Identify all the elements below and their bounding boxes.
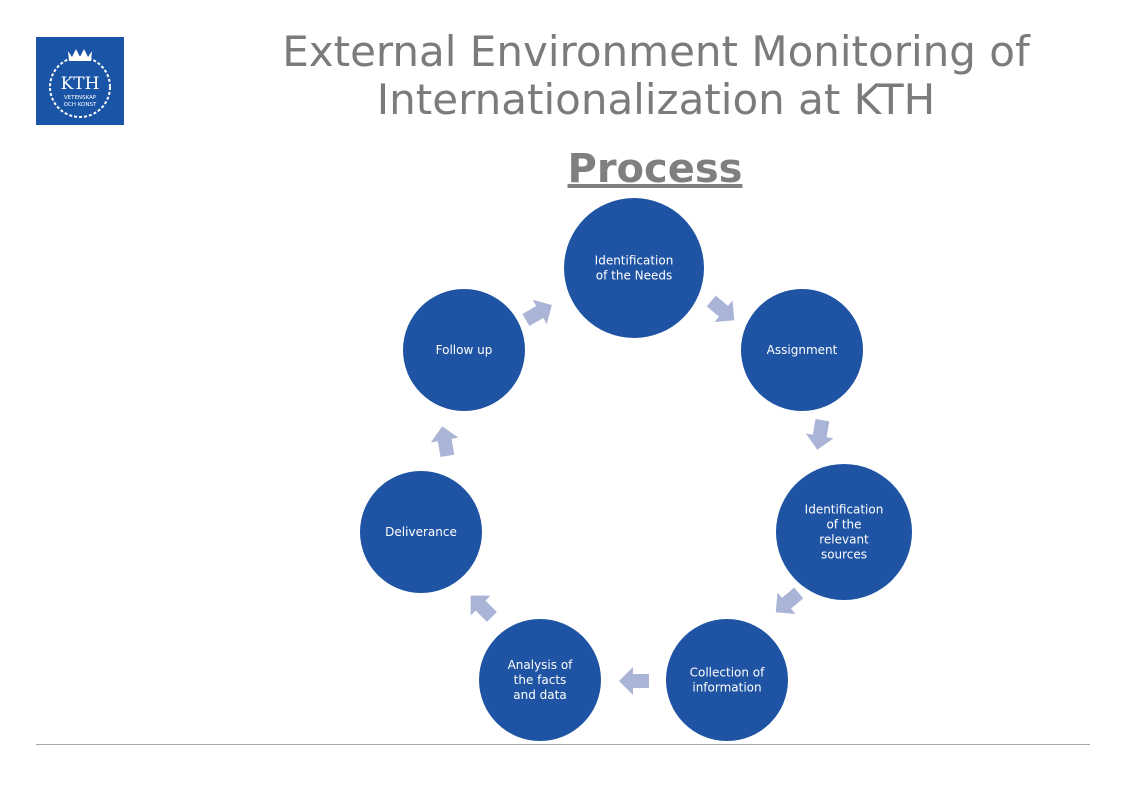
logo-text: KTH bbox=[61, 74, 100, 94]
process-node-label: the facts bbox=[514, 673, 567, 687]
process-node-label: of the Needs bbox=[596, 269, 673, 283]
process-node-label: Analysis of bbox=[508, 658, 574, 672]
process-node-label: Deliverance bbox=[385, 525, 457, 539]
process-node-deliverance: Deliverance bbox=[360, 471, 482, 593]
process-node-label: and data bbox=[513, 688, 566, 702]
title-line-2: Internationalization at KTH bbox=[376, 75, 936, 124]
process-node-circle bbox=[360, 471, 482, 593]
process-node-label: information bbox=[692, 681, 761, 695]
section-subtitle: Process bbox=[567, 146, 743, 192]
process-node-label: Collection of bbox=[690, 666, 766, 680]
process-node-label: relevant bbox=[819, 533, 869, 547]
logo-motto-2: OCH KONST bbox=[64, 102, 97, 108]
flow-arrow-icon bbox=[430, 426, 459, 458]
process-node-circle bbox=[666, 619, 788, 741]
process-node-circle bbox=[403, 289, 525, 411]
process-node-follow-up: Follow up bbox=[403, 289, 525, 411]
flow-arrow-icon bbox=[706, 295, 735, 323]
process-node-label: Assignment bbox=[767, 343, 838, 357]
process-node-assignment: Assignment bbox=[741, 289, 863, 411]
kth-logo: KTH VETENSKAP OCH KONST bbox=[36, 37, 124, 125]
crown-icon bbox=[68, 49, 92, 61]
flow-arrow-icon bbox=[522, 299, 552, 327]
process-node-label: of the bbox=[826, 518, 861, 532]
flow-arrow-icon bbox=[619, 667, 649, 695]
flow-arrow-icon bbox=[805, 418, 834, 450]
process-node-circle bbox=[741, 289, 863, 411]
flow-arrow-icon bbox=[470, 595, 497, 622]
process-node-label: Identification bbox=[595, 254, 674, 268]
title-line-1: External Environment Monitoring of bbox=[282, 27, 1030, 76]
flow-arrow-icon bbox=[775, 587, 804, 615]
process-node-circle bbox=[564, 198, 704, 338]
process-node-circle bbox=[479, 619, 601, 741]
process-node-label: Identification bbox=[805, 503, 884, 517]
logo-motto-1: VETENSKAP bbox=[64, 95, 97, 101]
footer-divider bbox=[36, 744, 1090, 745]
page-title: External Environment Monitoring of Inter… bbox=[250, 28, 1062, 124]
process-node-label: Follow up bbox=[436, 343, 493, 357]
process-node-label: sources bbox=[821, 548, 867, 562]
process-node-circle bbox=[776, 464, 912, 600]
